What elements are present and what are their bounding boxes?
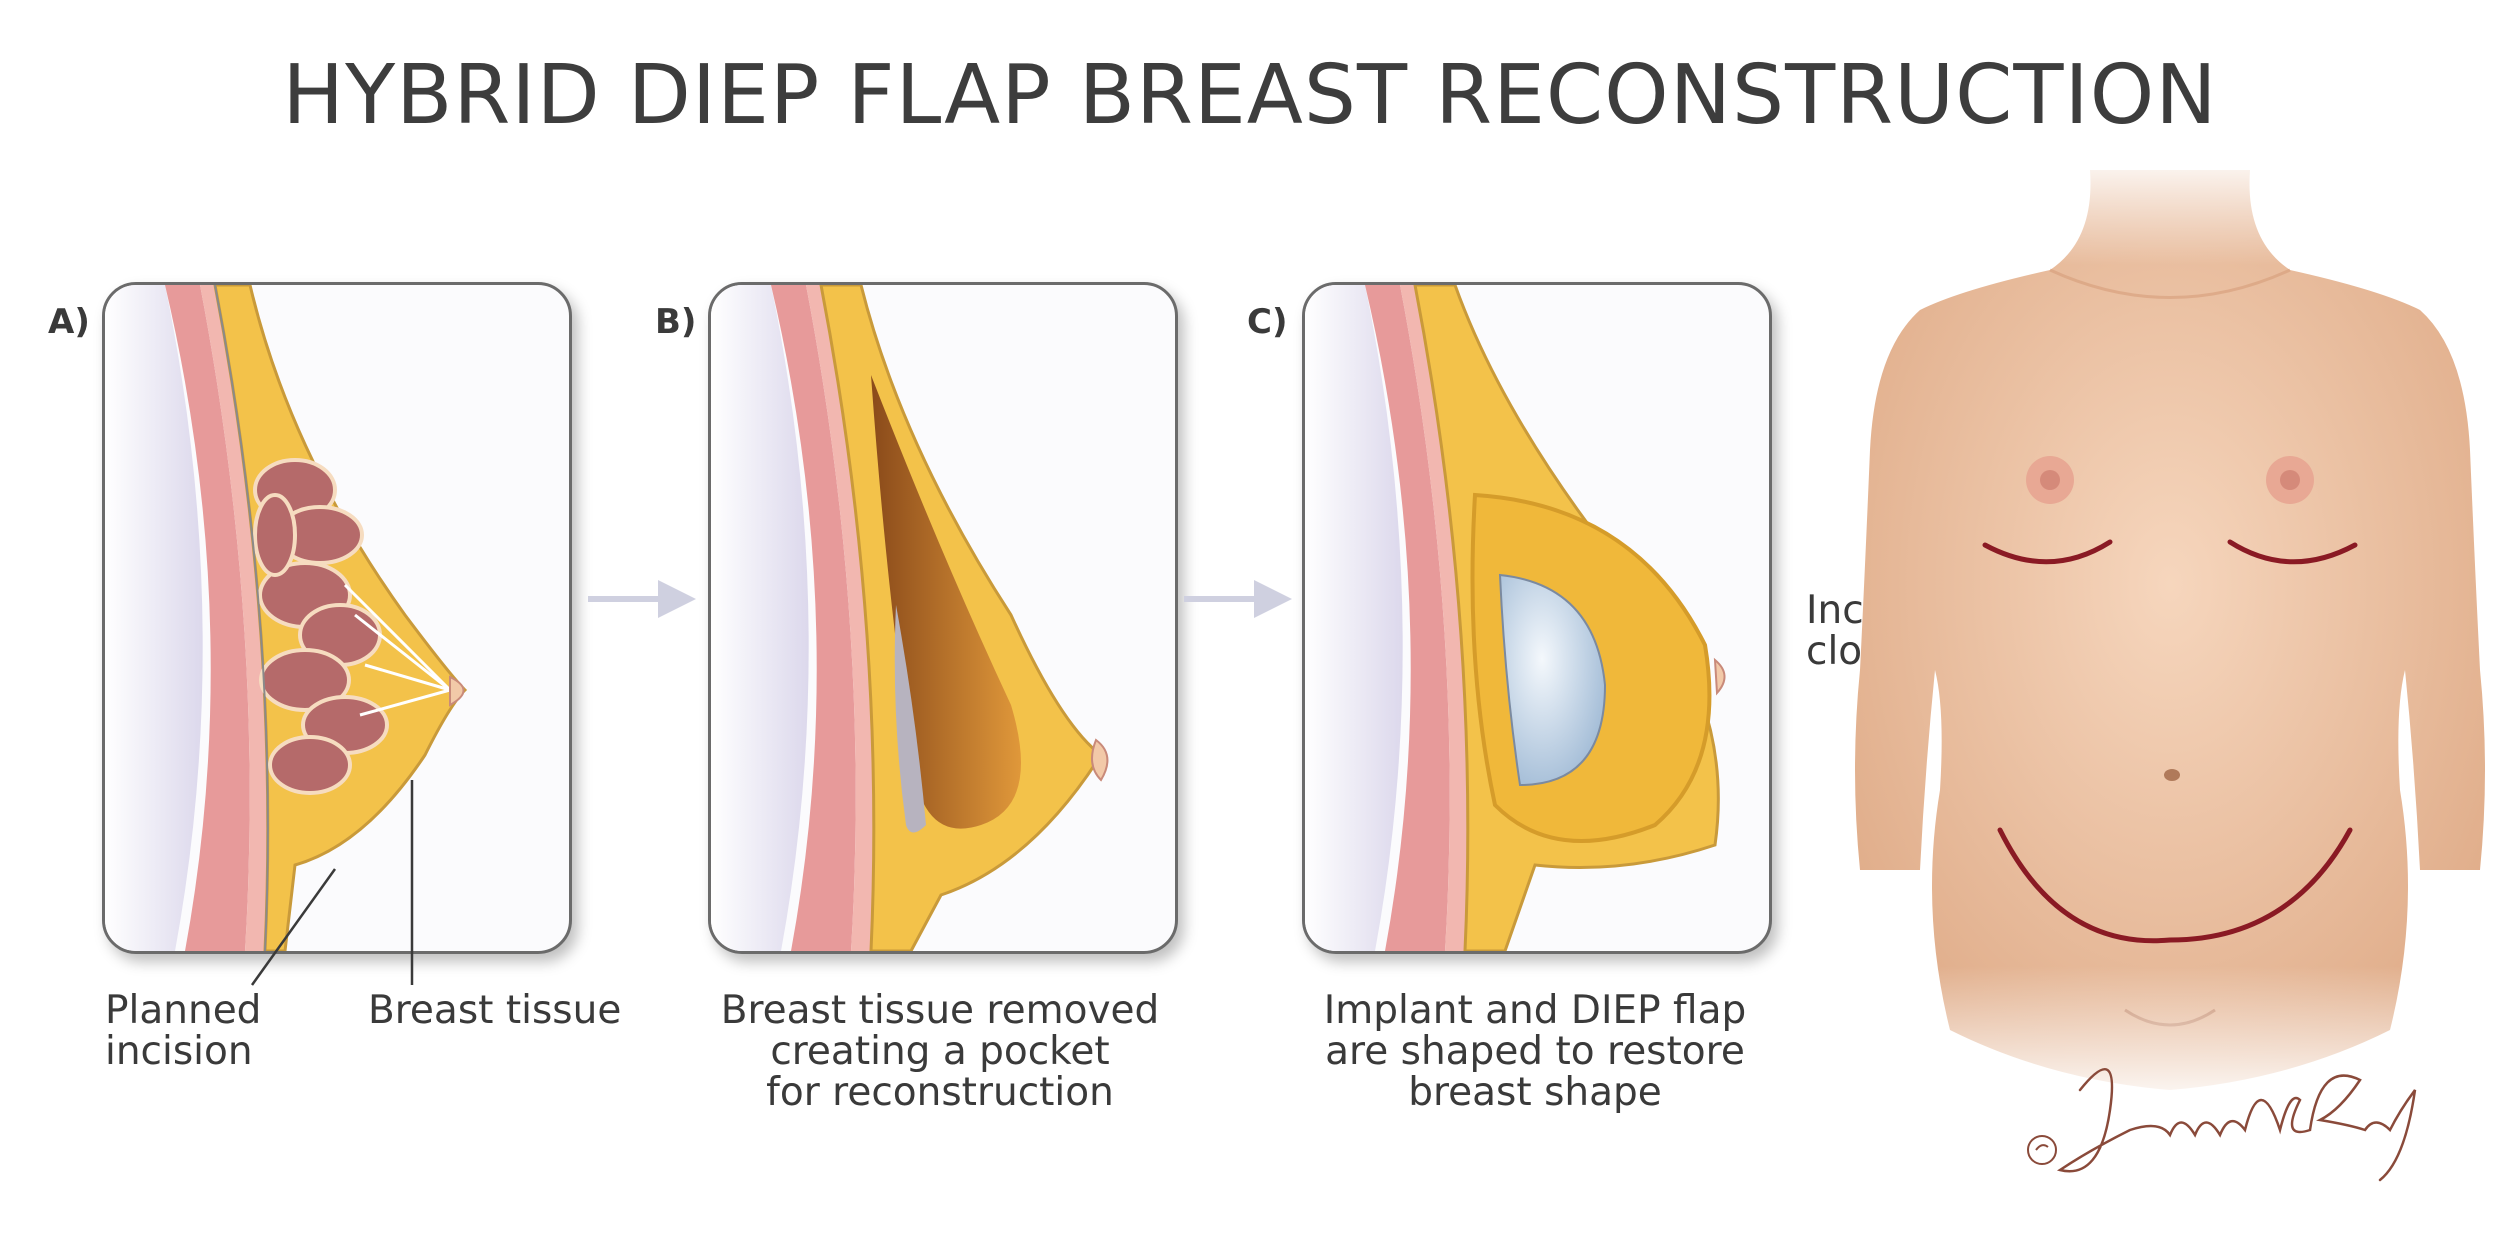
panel-c-letter: C) [1247, 302, 1288, 342]
artist-signature-logo [2027, 1068, 2417, 1182]
diagram-title: HYBRID DIEP FLAP BREAST RECONSTRUCTION [282, 48, 2218, 143]
breast-tissue-label: Breast tissue [368, 988, 622, 1033]
panel-b [708, 282, 1178, 954]
panel-c [1302, 282, 1772, 954]
arrow-right-icon [588, 580, 696, 618]
panel-a [102, 282, 572, 954]
panel-a-letter: A) [48, 302, 90, 342]
tissue-removed-illustration [711, 285, 1109, 951]
implant-flap-illustration [1305, 285, 1726, 951]
panel-b-letter: B) [655, 302, 697, 342]
arrow-right-icon [1184, 580, 1292, 618]
panel-c-caption: Implant and DIEP flap are shaped to rest… [1323, 988, 1747, 1115]
planned-incision-label: Planned incision [105, 988, 262, 1074]
torso-figure [1850, 150, 2490, 1110]
panel-b-caption: Breast tissue removed creating a pocket … [720, 988, 1160, 1115]
breast-anatomy-illustration [105, 285, 468, 951]
